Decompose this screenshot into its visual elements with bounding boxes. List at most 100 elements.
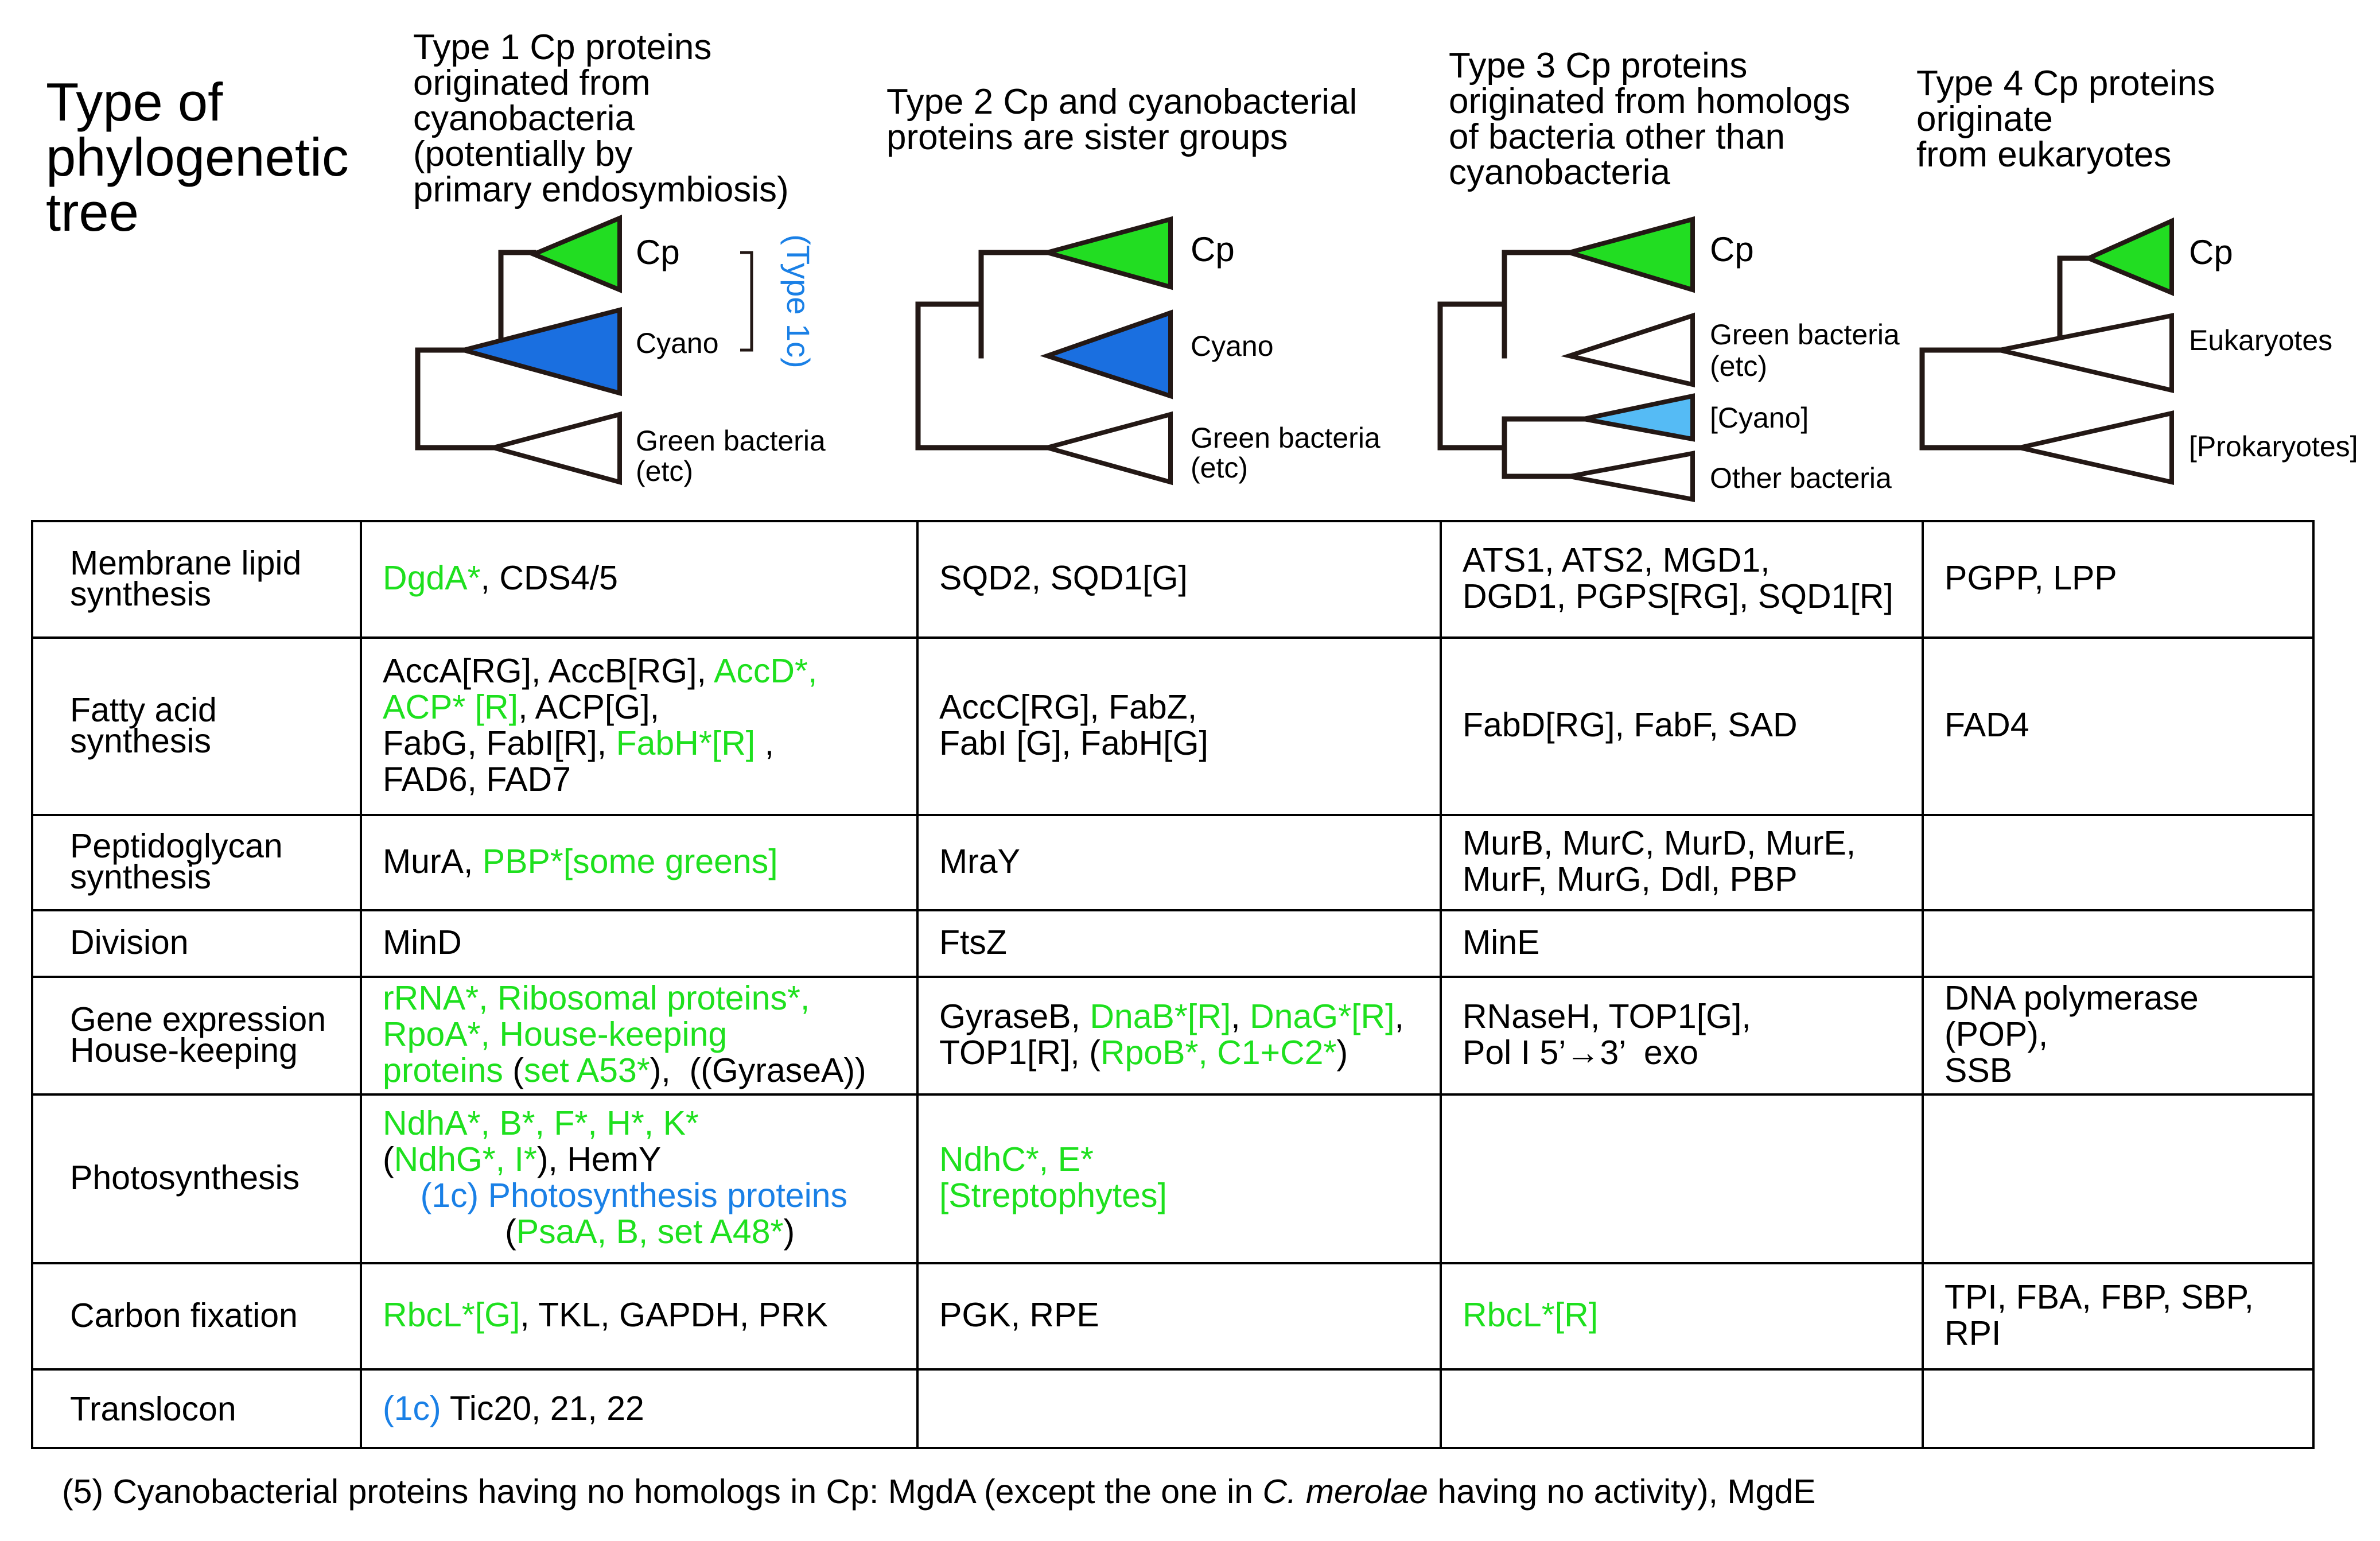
cell-text: ATS1, ATS2, MGD1, DGD1, PGPS[RG], SQD1[R…	[1463, 542, 1893, 615]
type1-cp-clade	[527, 214, 622, 293]
table-column-line	[1440, 520, 1442, 1449]
table-row-line	[31, 1447, 2315, 1449]
cell-text: MurA, PBP*[some greens]	[383, 842, 778, 880]
cell-type4	[1945, 816, 2309, 907]
type4-prok-label: [Prokaryotes]	[2189, 430, 2358, 463]
cell-text-run: (	[503, 1051, 524, 1089]
type2-green-clade	[1038, 411, 1173, 486]
footnote-text-end: having no activity), MgdE	[1428, 1473, 1816, 1511]
cell-text-run: (	[505, 1213, 516, 1251]
table-row-line	[31, 1093, 2315, 1096]
cell-type4: PGPP, LPP	[1945, 522, 2309, 634]
footnote: (5) Cyanobacterial proteins having no ho…	[62, 1472, 1816, 1511]
cell-text: PGK, RPE	[939, 1297, 1099, 1333]
row-category: Translocon	[70, 1389, 236, 1428]
cell-type2: MraY	[939, 816, 1434, 907]
table-column-line	[2312, 520, 2315, 1449]
cell-text-run: RbcL*[G]	[383, 1296, 520, 1334]
cell-text-run: , CDS4/5	[480, 559, 618, 597]
type2-title: Type 2 Cp and cyanobacterial proteins ar…	[886, 82, 1358, 157]
cell-text: AccA[RG], AccB[RG], AccD*, ACP* [R], ACP…	[383, 653, 817, 798]
cell-text: FtsZ	[939, 924, 1007, 961]
type3-title: Type 3 Cp proteins originated from homol…	[1449, 46, 1850, 192]
type1-etc-label: (etc)	[636, 455, 693, 487]
table-column-line	[1922, 520, 1924, 1449]
cell-text-run: AccD*,	[714, 651, 818, 690]
cell-text-run: (1c)	[383, 1389, 441, 1427]
cell-type2: FtsZ	[939, 911, 1434, 973]
cell-text: MraY	[939, 842, 1020, 880]
cell-type3: RNaseH, TOP1[G], Pol I 5’→3’ exo	[1463, 978, 1916, 1091]
cell-text-run: rRNA*, Ribosomal proteins*, RpoA*, House…	[383, 979, 810, 1089]
cell-text-run: MurA,	[383, 842, 483, 880]
cell-text-run: NdhG*, I*	[394, 1140, 537, 1178]
cell-type3: FabD[RG], FabF, SAD	[1463, 639, 1916, 812]
cell-type1: MurA, PBP*[some greens]	[383, 816, 911, 907]
type3-other-clade	[1569, 451, 1695, 502]
cell-text: DNA polymerase (POP), SSB	[1945, 980, 2309, 1089]
cell-text: NdhA*, B*, F*, H*, K* (NdhG*, I*), HemY …	[383, 1105, 847, 1251]
cell-type3: MinE	[1463, 911, 1916, 973]
cell-text: MinD	[383, 923, 462, 961]
cell-text-run: DNA polymerase (POP), SSB	[1945, 979, 2199, 1089]
phylogenetic-trees: (Type 1c) Cp Cyano Green bacteria (etc) …	[415, 214, 2358, 502]
cell-type2	[939, 1371, 1434, 1447]
cell-text-run: PBP*[some greens]	[482, 842, 778, 880]
cell-text-run: PGPP, LPP	[1945, 559, 2117, 597]
cell-text: rRNA*, Ribosomal proteins*, RpoA*, House…	[383, 980, 866, 1089]
footnote-text-start: (5) Cyanobacterial proteins having no ho…	[62, 1473, 1263, 1511]
type4-prok-clade	[2019, 410, 2174, 486]
cell-text: MinE	[1463, 923, 1540, 961]
cell-type1: rRNA*, Ribosomal proteins*, RpoA*, House…	[383, 978, 911, 1091]
type2-cp-clade	[1038, 216, 1173, 290]
type1-cyano-clade	[454, 306, 622, 397]
type4-title: Type 4 Cp proteins originate from eukary…	[1916, 64, 2215, 174]
type2-cyano-label: Cyano	[1191, 330, 1274, 362]
cell-text: AccC[RG], FabZ, FabI [G], FabH[G]	[939, 689, 1208, 762]
cell-text-run: MurB, MurC, MurD, MurE, MurF, MurG, Ddl,…	[1463, 824, 1856, 898]
table-row-line	[31, 520, 2315, 522]
type2-green-label: Green bacteria	[1191, 422, 1380, 454]
type3-cyano-clade	[1583, 393, 1695, 442]
cell-text-run: ), ((GyraseA))	[650, 1051, 866, 1089]
cell-type2: AccC[RG], FabZ, FabI [G], FabH[G]	[939, 639, 1434, 812]
type3-cp-clade	[1561, 216, 1695, 293]
cell-text-run: SQD2, SQD1[G]	[939, 559, 1188, 597]
cell-text-run: )	[783, 1213, 795, 1251]
table-row-line	[31, 976, 2315, 978]
cell-text-run: FAD4	[1945, 706, 2029, 744]
cell-type1: AccA[RG], AccB[RG], AccD*, ACP* [R], ACP…	[383, 639, 911, 812]
type2-cyano-clade	[1040, 309, 1173, 399]
cell-text-run: AccA[RG], AccB[RG],	[383, 651, 714, 690]
row-category: Photosynthesis	[70, 1159, 300, 1197]
cell-type4: FAD4	[1945, 639, 2309, 812]
row-category: Membrane lipid synthesis	[70, 544, 302, 613]
cell-type1: MinD	[383, 911, 911, 973]
cell-type3: MurB, MurC, MurD, MurE, MurF, MurG, Ddl,…	[1463, 816, 1916, 907]
cell-type4	[1945, 1096, 2309, 1260]
cell-text: RbcL*[G], TKL, GAPDH, PRK	[383, 1297, 828, 1333]
cell-type3	[1463, 1371, 1916, 1447]
cell-text: NdhC*, E* [Streptophytes]	[939, 1142, 1167, 1214]
cell-text-run: MinE	[1463, 923, 1540, 961]
cell-type2: GyraseB, DnaB*[R], DnaG*[R], TOP1[R], (R…	[939, 978, 1434, 1091]
table-column-line	[916, 520, 919, 1449]
cell-text: FabD[RG], FabF, SAD	[1463, 707, 1798, 743]
cell-text-run: MraY	[939, 842, 1020, 880]
cell-text-run: DnaG*[R]	[1250, 997, 1395, 1035]
cell-text-run: NdhC*, E* [Streptophytes]	[939, 1140, 1167, 1214]
cell-text-run: , FAD6, FAD7	[383, 724, 775, 798]
cell-text-run: (	[383, 1140, 394, 1178]
cell-text-run: , TKL, GAPDH, PRK	[520, 1296, 828, 1334]
cell-text-run: MinD	[383, 923, 462, 961]
cell-type4	[1945, 1371, 2309, 1447]
row-category: Carbon fixation	[70, 1296, 298, 1334]
cell-type2: SQD2, SQD1[G]	[939, 522, 1434, 634]
cell-text-run: PGK, RPE	[939, 1296, 1099, 1334]
cell-text: MurB, MurC, MurD, MurE, MurF, MurG, Ddl,…	[1463, 825, 1856, 898]
table-column-line	[31, 520, 33, 1449]
cell-text: RNaseH, TOP1[G], Pol I 5’→3’ exo	[1463, 998, 1751, 1071]
table-row-line	[31, 909, 2315, 911]
cell-text-run: FabD[RG], FabF, SAD	[1463, 706, 1798, 744]
